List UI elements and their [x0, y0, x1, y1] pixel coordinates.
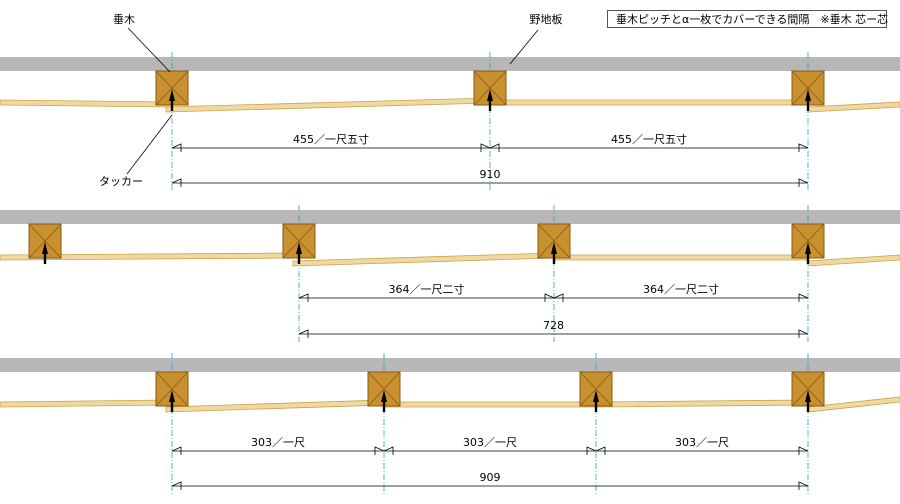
rafter-cross: [155, 70, 189, 106]
rafter-cross: [473, 70, 507, 106]
total-dimension-label: 728: [543, 319, 564, 332]
span-dimension-label: 364／一尺二寸: [643, 282, 719, 296]
total-dimension-arrow-left: [171, 481, 182, 490]
board: [292, 252, 555, 267]
staple-arrow: [169, 390, 175, 412]
rafter-cross: [537, 223, 571, 259]
staple-arrow: [551, 242, 557, 264]
legend-box: 垂木ピッチとα一枚でカバーできる間隔 ※垂木 芯ー芯: [607, 10, 888, 28]
staple-arrow: [805, 89, 811, 111]
sheathing-band: [0, 57, 900, 71]
span-dimension-arrow-left: [171, 446, 182, 455]
board: [165, 399, 385, 413]
sheathing-callout-label: 野地板: [530, 12, 563, 26]
board: [0, 99, 173, 108]
rafter-leader-line: [127, 27, 171, 73]
rafter-callout-label: 垂木: [113, 13, 135, 26]
total-dimension-arrow-right: [798, 178, 809, 187]
span-dimension-label: 303／一尺: [463, 436, 517, 449]
span-dimension-label: 303／一尺: [675, 436, 729, 449]
rafter-cross: [791, 223, 825, 259]
tacker-leader-line: [126, 114, 173, 175]
rafter-cross: [791, 70, 825, 106]
staple-arrow: [42, 242, 48, 264]
span-dimension-arrow-right: [798, 293, 809, 302]
span-dimension-arrow-right: [586, 446, 597, 455]
span-dimension-arrow-right: [798, 143, 809, 152]
board: [165, 97, 491, 113]
span-dimension-arrow-left: [595, 446, 606, 455]
rafter-cross: [367, 371, 401, 407]
board: [0, 399, 173, 408]
total-dimension-arrow-left: [298, 329, 309, 338]
rafter-cross: [579, 371, 613, 407]
staple-arrow: [487, 89, 493, 111]
staple-arrow: [593, 390, 599, 412]
board: [553, 254, 809, 261]
span-dimension-arrow-right: [480, 143, 491, 152]
span-dimension-label: 455／一尺五寸: [611, 132, 687, 146]
span-dimension-arrow-right: [544, 293, 555, 302]
board: [807, 254, 900, 267]
rafter-cross: [155, 371, 189, 407]
span-dimension-arrow-left: [383, 446, 394, 455]
span-dimension-label: 455／一尺五寸: [293, 132, 369, 146]
span-dimension-arrow-left: [171, 143, 182, 152]
rafter-cross: [791, 371, 825, 407]
staple-arrow: [169, 89, 175, 111]
rafter-cross: [282, 223, 316, 259]
sheathing-leader-line: [509, 29, 539, 65]
board: [383, 401, 597, 408]
total-dimension-label: 910: [480, 168, 501, 181]
span-dimension-label: 303／一尺: [251, 436, 305, 449]
staple-arrow: [381, 390, 387, 412]
staple-arrow: [805, 390, 811, 412]
span-dimension-arrow-left: [298, 293, 309, 302]
span-dimension-arrow-left: [553, 293, 564, 302]
span-dimension-arrow-right: [798, 446, 809, 455]
tacker-callout-label: タッカー: [99, 175, 143, 188]
total-dimension-arrow-right: [798, 481, 809, 490]
span-dimension-arrow-left: [489, 143, 500, 152]
staple-arrow: [805, 242, 811, 264]
staple-arrow: [296, 242, 302, 264]
sheathing-band: [0, 210, 900, 224]
total-dimension-arrow-right: [798, 329, 809, 338]
rafter-cross: [28, 223, 62, 259]
span-dimension-label: 364／一尺二寸: [389, 282, 465, 296]
total-dimension-label: 909: [480, 471, 501, 484]
sheathing-band: [0, 358, 900, 372]
board: [595, 399, 809, 408]
span-dimension-arrow-right: [374, 446, 385, 455]
board: [489, 99, 809, 106]
total-dimension-arrow-left: [171, 178, 182, 187]
